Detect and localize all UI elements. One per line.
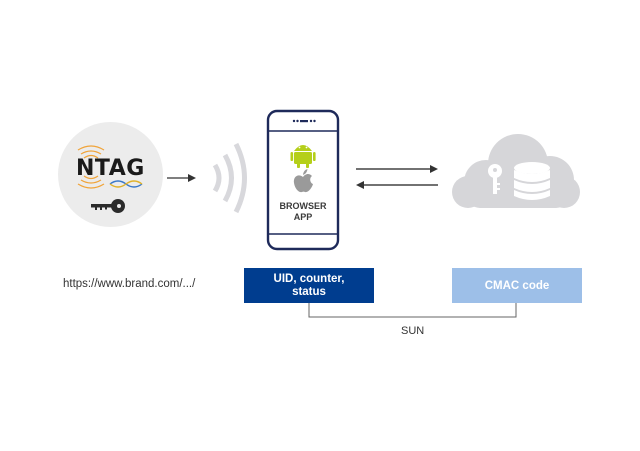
cloud-server-icon bbox=[452, 134, 580, 208]
arrow-left-icon bbox=[356, 181, 364, 189]
ntag-brand-text: NTAG bbox=[76, 156, 145, 181]
android-icon bbox=[290, 145, 316, 168]
uid-counter-status-box: UID, counter, status bbox=[244, 268, 374, 303]
browser-app-label: BROWSER APP bbox=[270, 201, 336, 223]
sun-label: SUN bbox=[401, 325, 425, 337]
ntag-decorations bbox=[77, 145, 143, 213]
bidirectional-arrows-icon bbox=[356, 165, 438, 189]
nfc-signal-icon bbox=[212, 142, 247, 214]
smartphone-icon bbox=[266, 109, 340, 251]
cmac-code-box: CMAC code bbox=[452, 268, 582, 303]
url-text: https://www.brand.com/.../ bbox=[63, 278, 196, 290]
dna-icon bbox=[109, 180, 143, 188]
ntag-badge bbox=[58, 122, 163, 227]
database-icon bbox=[514, 162, 550, 200]
browser-app-label-line2: APP bbox=[293, 212, 313, 222]
key-icon bbox=[91, 199, 125, 213]
arrow-right-icon bbox=[167, 174, 196, 182]
cmac-label: CMAC code bbox=[484, 279, 550, 292]
browser-app-label-line1: BROWSER bbox=[279, 201, 327, 211]
uid-box-line1: UID, counter, bbox=[273, 272, 345, 285]
nfc-wave-icon bbox=[77, 145, 105, 189]
arrow-right-icon bbox=[430, 165, 438, 173]
apple-icon bbox=[293, 169, 313, 193]
sun-bracket bbox=[308, 303, 517, 318]
uid-box-line2: status bbox=[292, 285, 326, 298]
